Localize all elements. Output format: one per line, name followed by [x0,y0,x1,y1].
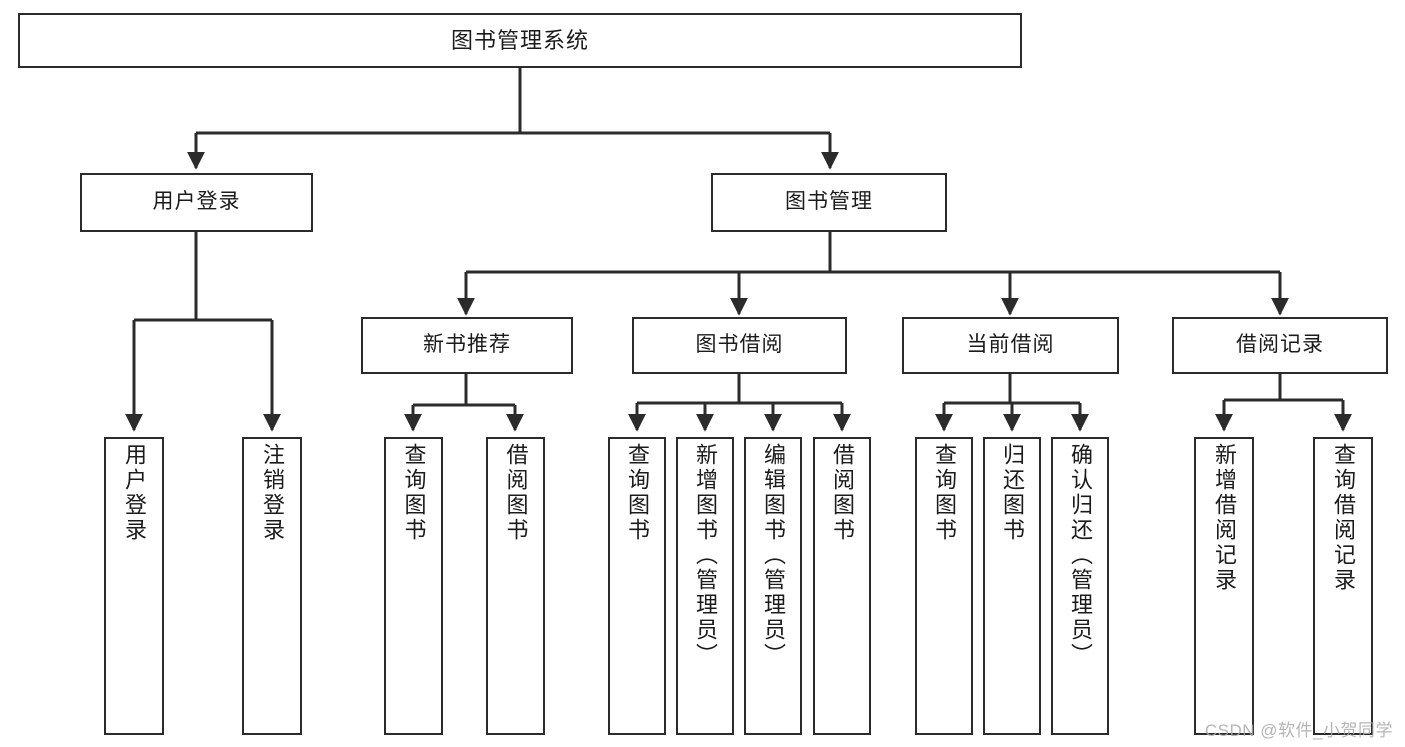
node-leaf-add-record-label: 新增借阅记录 [1212,443,1237,593]
node-book-borrow-label: 图书借阅 [695,333,784,357]
node-leaf-add-book-label: 新增图书（管理员） [693,443,718,668]
node-leaf-query-book-3[interactable]: 查询图书 [915,437,973,735]
node-user-login[interactable]: 用户登录 [80,173,313,232]
node-leaf-user-login[interactable]: 用户登录 [104,437,164,735]
node-leaf-query-book-1-label: 查询图书 [401,443,427,543]
node-leaf-query-book-1[interactable]: 查询图书 [384,437,443,735]
node-leaf-confirm-return-label: 确认归还（管理员） [1068,443,1093,668]
node-leaf-user-login-label: 用户登录 [122,443,147,543]
node-leaf-edit-book[interactable]: 编辑图书（管理员） [744,437,802,735]
node-leaf-return-book-label: 归还图书 [1000,443,1025,543]
node-leaf-query-book-2[interactable]: 查询图书 [608,437,666,735]
node-current-borrow[interactable]: 当前借阅 [902,317,1119,374]
node-book-manage-label: 图书管理 [785,190,873,214]
node-borrow-record-label: 借阅记录 [1236,333,1324,357]
node-book-borrow[interactable]: 图书借阅 [632,317,847,374]
node-leaf-logout[interactable]: 注销登录 [242,437,302,735]
node-leaf-borrow-book-2-label: 借阅图书 [830,443,855,543]
node-leaf-query-record[interactable]: 查询借阅记录 [1313,437,1373,735]
node-leaf-add-record[interactable]: 新增借阅记录 [1194,437,1254,735]
node-leaf-query-book-2-label: 查询图书 [625,443,650,543]
node-leaf-borrow-book-1-label: 借阅图书 [503,443,529,543]
node-leaf-borrow-book-1[interactable]: 借阅图书 [486,437,545,735]
node-new-book-rec-label: 新书推荐 [423,333,511,357]
node-leaf-return-book[interactable]: 归还图书 [983,437,1041,735]
node-book-manage[interactable]: 图书管理 [711,173,947,232]
node-root-label: 图书管理系统 [450,27,589,53]
node-leaf-borrow-book-2[interactable]: 借阅图书 [813,437,871,735]
node-root[interactable]: 图书管理系统 [18,13,1022,68]
node-leaf-query-record-label: 查询借阅记录 [1331,443,1356,593]
node-leaf-logout-label: 注销登录 [260,443,285,543]
node-leaf-query-book-3-label: 查询图书 [932,443,957,543]
node-borrow-record[interactable]: 借阅记录 [1172,317,1388,374]
node-leaf-add-book[interactable]: 新增图书（管理员） [676,437,734,735]
node-leaf-confirm-return[interactable]: 确认归还（管理员） [1051,437,1109,735]
node-current-borrow-label: 当前借阅 [966,333,1055,357]
node-new-book-rec[interactable]: 新书推荐 [361,317,573,374]
node-user-login-label: 用户登录 [152,190,241,214]
watermark-text: CSDN @软件_小贺同学 [1204,721,1393,740]
node-leaf-edit-book-label: 编辑图书（管理员） [761,443,786,668]
